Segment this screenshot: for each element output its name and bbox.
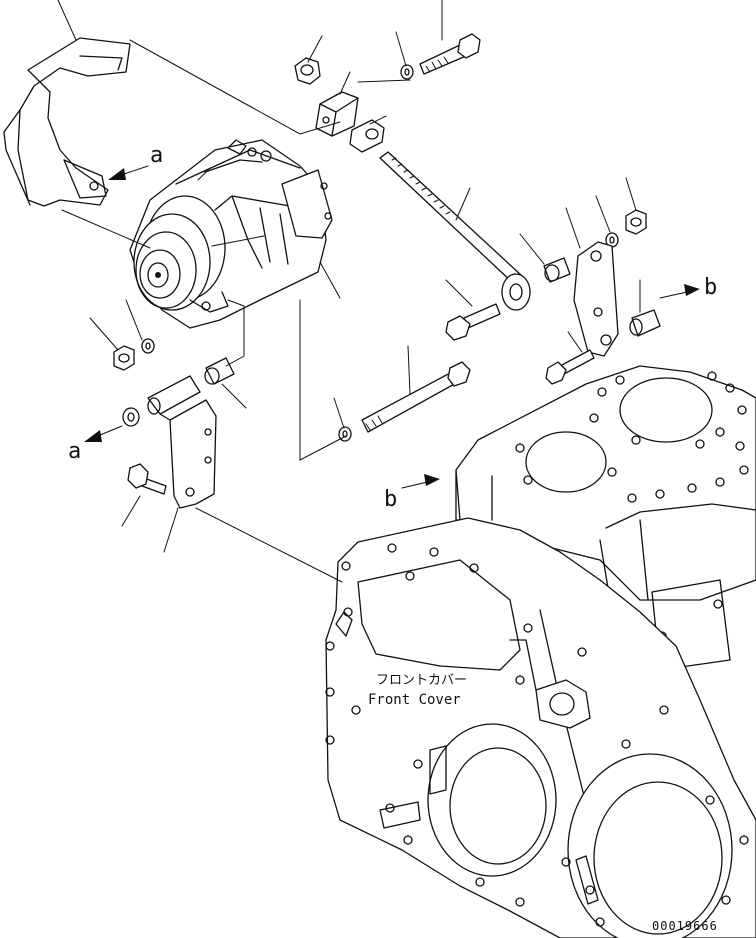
- drawing-number: 00019666: [652, 919, 718, 933]
- alternator: [129, 139, 333, 329]
- ref-b-lower-label: b: [384, 487, 397, 512]
- front-cover-en-label: Front Cover: [368, 692, 461, 708]
- ref-arrows: [84, 165, 700, 489]
- ref-a-lower-label: a: [68, 439, 81, 464]
- adjusting-rod: [379, 151, 531, 311]
- upper-hardware: [294, 33, 481, 153]
- lower-left-hardware: [113, 338, 235, 509]
- ref-a-upper-label: a: [150, 143, 163, 168]
- front-cover: [325, 517, 756, 938]
- leader-lines: [57, 0, 641, 583]
- belt-cover: [3, 37, 131, 207]
- bolt-mid: [445, 303, 501, 341]
- front-cover-jp-label: フロントカバー: [376, 673, 467, 688]
- bracket-b: [543, 209, 661, 385]
- long-bolt: [338, 361, 471, 442]
- ref-b-right-label: b: [704, 275, 717, 300]
